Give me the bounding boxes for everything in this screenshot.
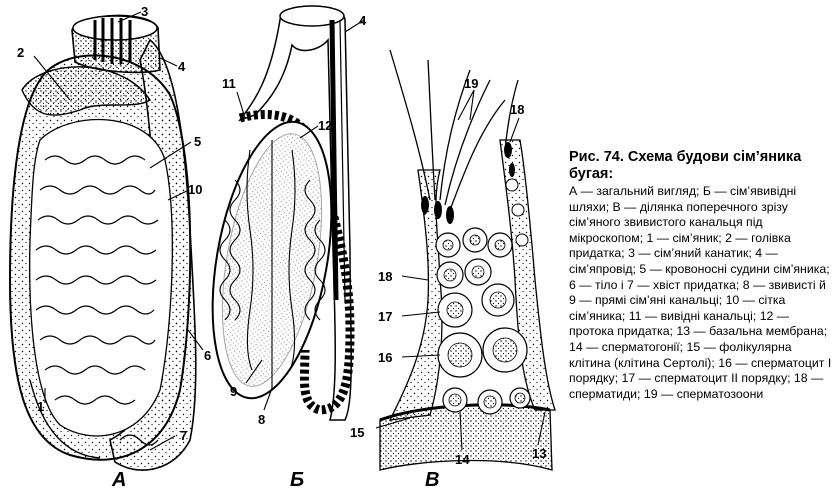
label-2: 2 (17, 45, 24, 60)
panel-a-drawing (8, 11, 204, 471)
panel-c-drawing (375, 49, 556, 471)
label-19: 19 (464, 76, 478, 91)
label-3: 3 (141, 4, 148, 19)
label-7: 7 (180, 428, 187, 443)
label-18b: 18 (510, 102, 524, 117)
label-18: 18 (378, 269, 392, 284)
label-10: 10 (188, 182, 202, 197)
label-8: 8 (258, 412, 265, 427)
panel-letter-b: Б (290, 469, 304, 491)
label-9: 9 (230, 384, 237, 399)
label-16: 16 (378, 350, 392, 365)
panel-b-drawing (211, 5, 365, 421)
caption-text: А — загальний вигляд; Б — сім’явивідні ш… (569, 184, 832, 401)
label-5: 5 (194, 134, 201, 149)
label-17: 17 (378, 309, 392, 324)
label-14: 14 (455, 452, 470, 467)
label-15: 15 (350, 425, 364, 440)
panel-letter-a: А (111, 469, 126, 491)
label-12: 12 (318, 118, 332, 133)
label-4: 4 (178, 59, 186, 74)
label-11: 11 (222, 76, 236, 91)
caption-title: Рис. 74. Схема будови сім’яника бугая: (569, 149, 802, 182)
panel-letter-c: В (425, 469, 439, 491)
label-1: 1 (37, 399, 44, 414)
label-6: 6 (204, 348, 211, 363)
figure-caption: Рис. 74. Схема будови сім’яника бугая: А… (569, 149, 835, 402)
label-13: 13 (532, 446, 546, 461)
label-4b: 4 (359, 13, 367, 28)
